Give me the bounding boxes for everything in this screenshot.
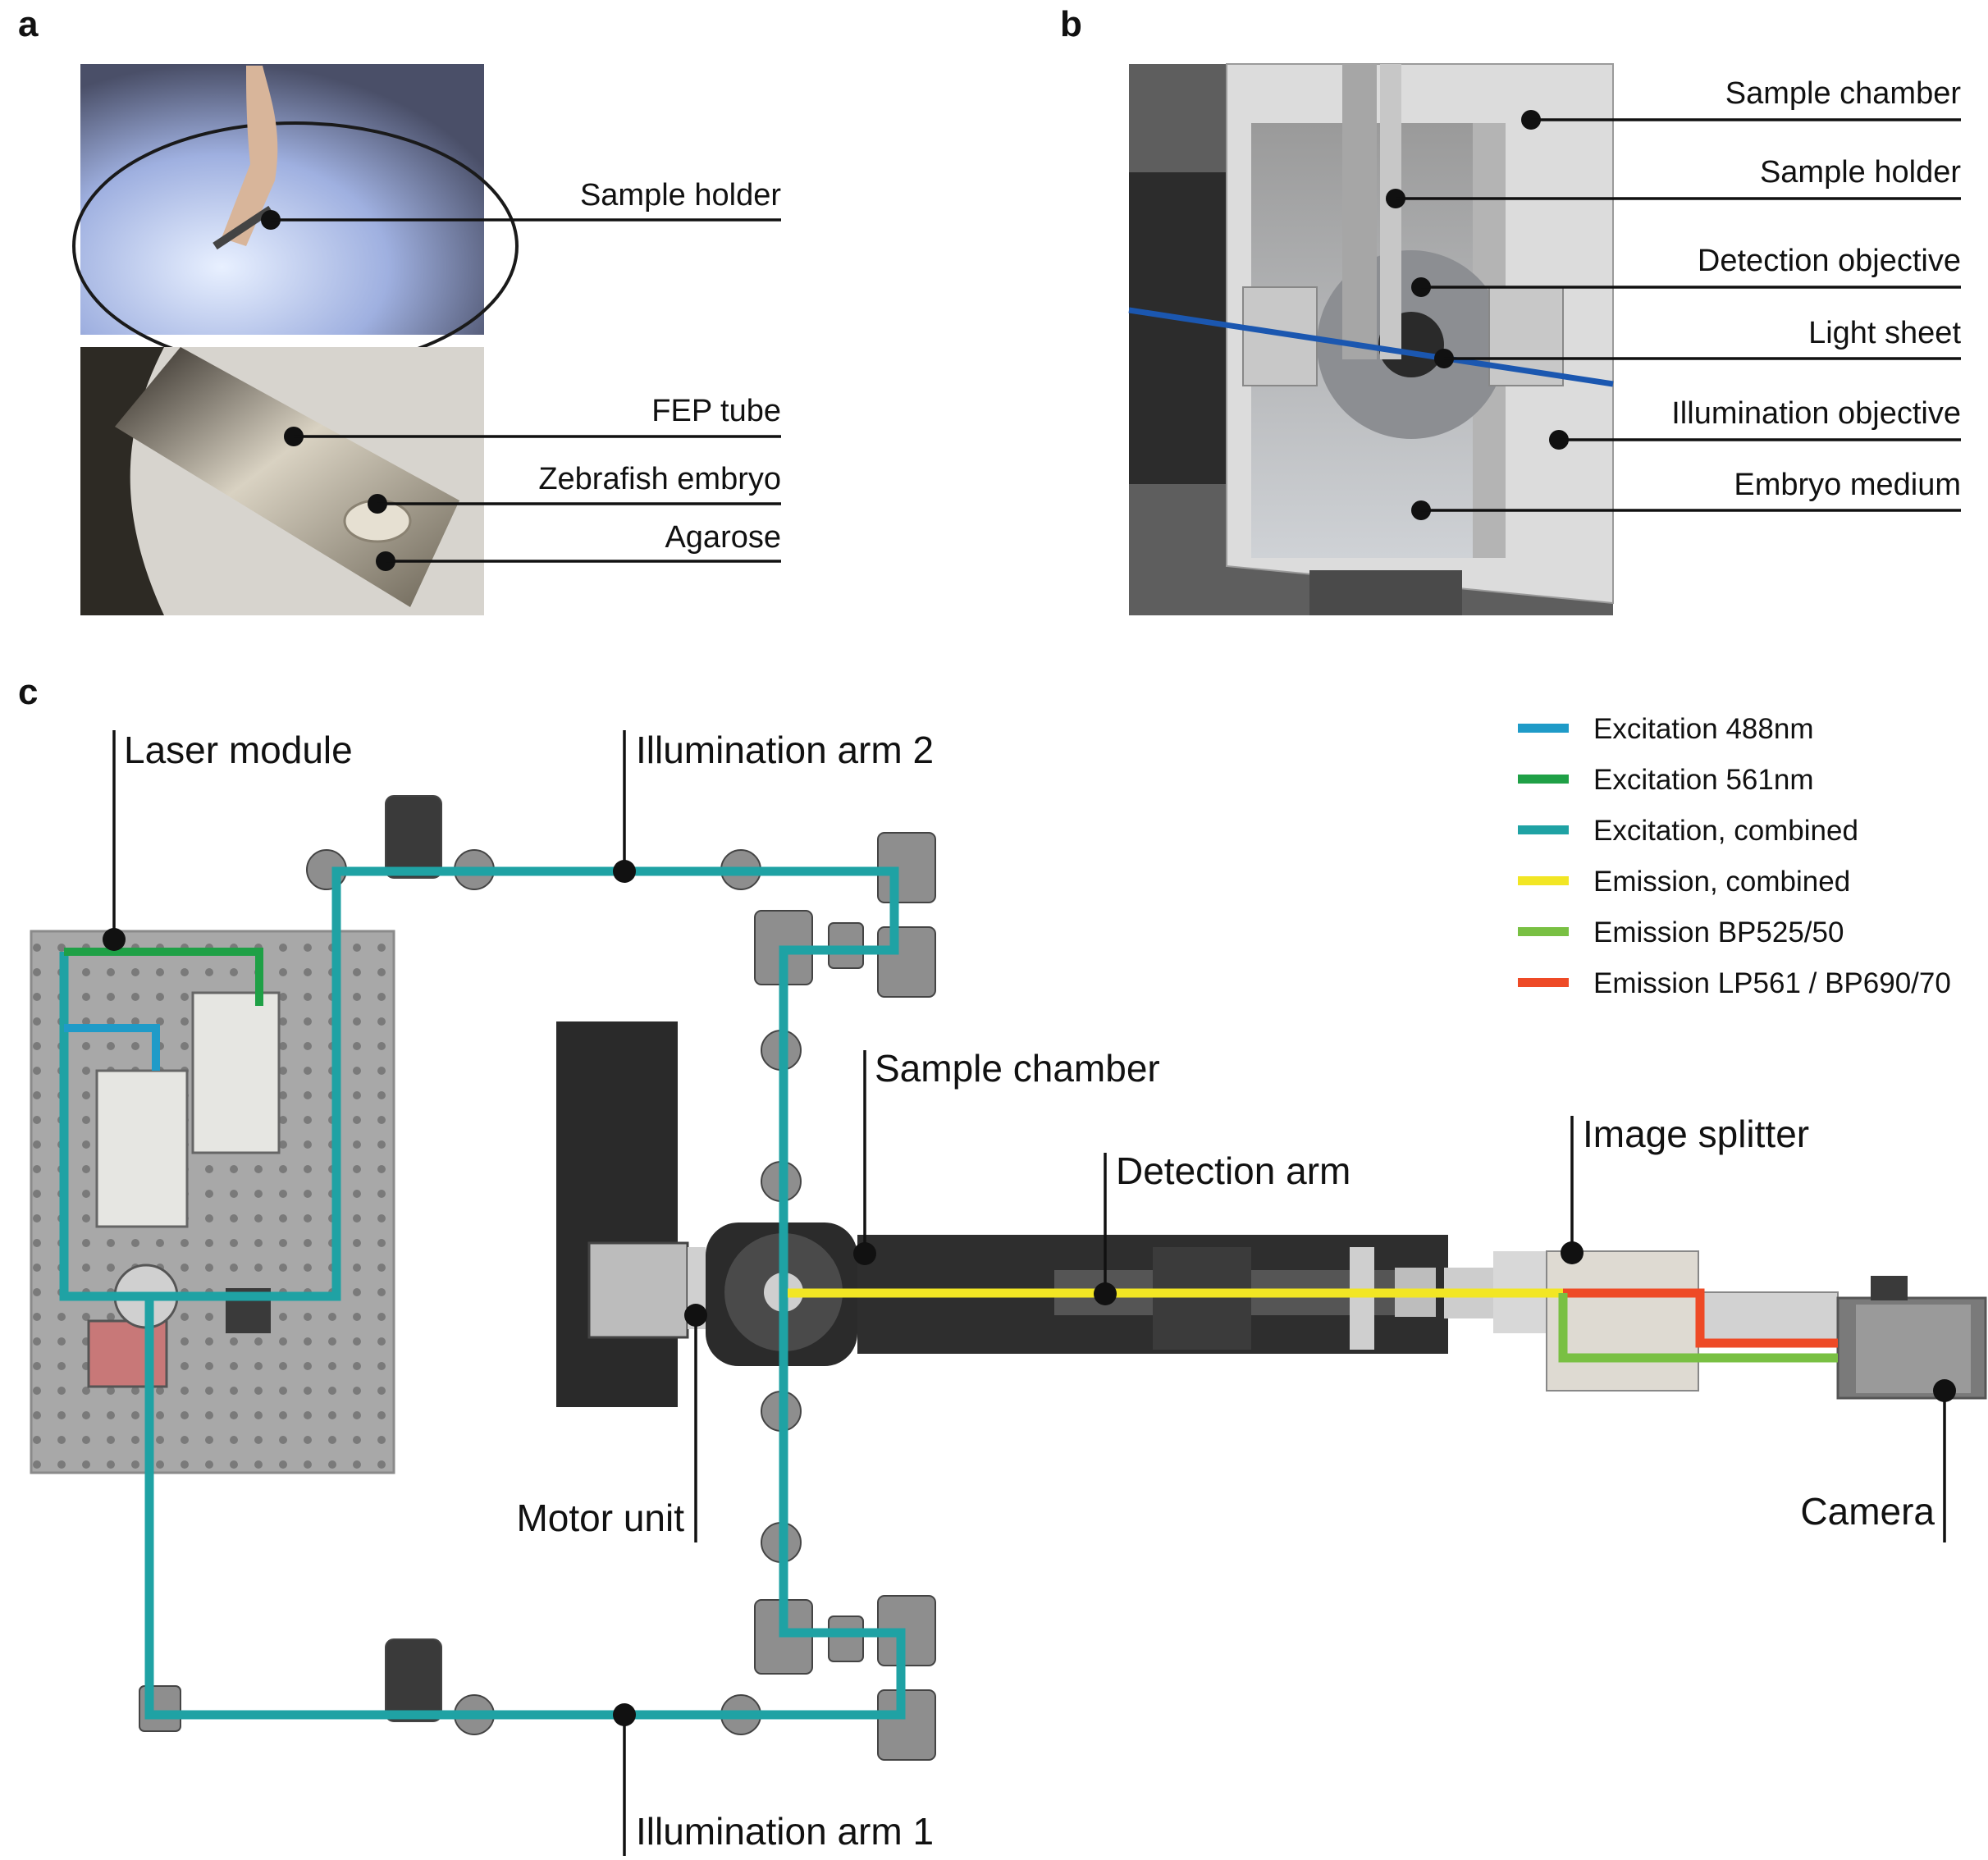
label-light-sheet: Light sheet <box>1808 316 1961 350</box>
legend-label: Emission BP525/50 <box>1593 916 1844 948</box>
label-camera: Camera <box>1800 1490 1935 1533</box>
panel-a-leaders <box>261 210 781 571</box>
beam-combined-arm2 <box>59 866 906 1720</box>
beam-emission-lp561 <box>1563 1288 1838 1348</box>
label-zebrafish-embryo: Zebrafish embryo <box>538 462 781 496</box>
legend-swatch <box>1518 825 1569 834</box>
beam-561 <box>64 948 263 1006</box>
image-splitter-box <box>1444 1250 1839 1392</box>
label-fep-tube: FEP tube <box>651 394 781 428</box>
beam-paths <box>59 866 1838 1720</box>
legend-label: Emission LP561 / BP690/70 <box>1593 967 1951 999</box>
sample-chamber-render <box>1128 63 1614 615</box>
legend-swatch <box>1518 876 1569 885</box>
beam-emission-bp525 <box>1558 1293 1838 1363</box>
label-agarose: Agarose <box>665 520 781 555</box>
legend-swatch <box>1518 978 1569 987</box>
legend-label: Excitation 488nm <box>1593 713 1813 745</box>
motor-unit-stage <box>556 1021 706 1407</box>
sample-holder-photo <box>72 64 519 371</box>
label-detection-objective: Detection objective <box>1698 244 1961 278</box>
legend-swatch <box>1518 775 1569 784</box>
legend-label: Excitation, combined <box>1593 815 1858 847</box>
label-detection-arm: Detection arm <box>1116 1149 1350 1192</box>
label-laser-module: Laser module <box>124 729 353 771</box>
legend-label: Emission, combined <box>1593 866 1850 898</box>
label-image-splitter: Image splitter <box>1583 1113 1809 1155</box>
label-sample-chamber-b: Sample chamber <box>1725 76 1962 111</box>
label-embryo-medium: Embryo medium <box>1734 468 1961 502</box>
label-sample-chamber-c: Sample chamber <box>875 1047 1160 1090</box>
label-illumination-objective: Illumination objective <box>1671 396 1961 431</box>
camera-body <box>1836 1276 1987 1400</box>
beam-488 <box>64 1024 160 1071</box>
legend-swatch <box>1518 724 1569 733</box>
label-motor-unit: Motor unit <box>516 1497 684 1539</box>
panel-b-leaders <box>1386 110 1961 520</box>
label-illumination-arm-1: Illumination arm 1 <box>636 1810 934 1853</box>
panel-c-leaders <box>103 730 1956 1856</box>
label-sample-holder-b: Sample holder <box>1760 155 1961 190</box>
legend-label: Excitation 561nm <box>1593 764 1813 796</box>
label-sample-holder-a: Sample holder <box>580 178 781 213</box>
label-illumination-arm-2: Illumination arm 2 <box>636 729 934 771</box>
fep-tube-photo <box>80 347 484 615</box>
panel-c-letter: c <box>18 672 38 712</box>
panel-b-letter: b <box>1060 4 1082 44</box>
panel-a-letter: a <box>18 4 39 44</box>
legend-swatch <box>1518 927 1569 936</box>
